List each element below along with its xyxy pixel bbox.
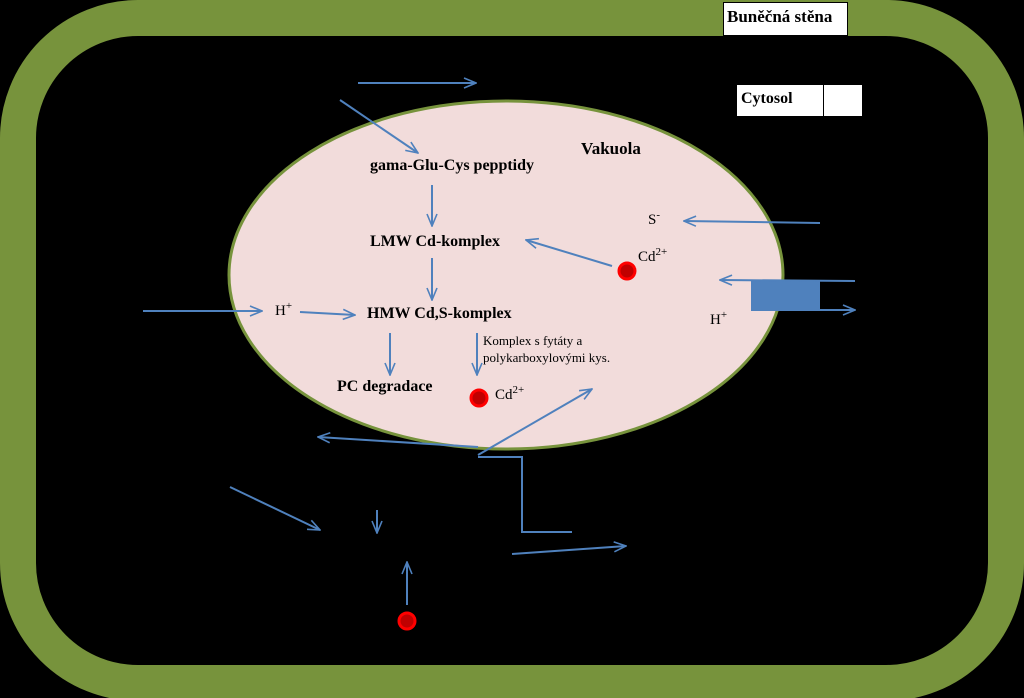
arrow-export-elbow: [478, 456, 572, 533]
arrow-lower-right: [511, 546, 626, 555]
cytosol-label-box: [736, 84, 824, 117]
arrow-export-left: [318, 437, 479, 448]
proton-antiporter: [751, 281, 820, 309]
hmw-complex-label: HMW Cd,S-komplex: [367, 305, 512, 322]
cytosol-empty-box: [823, 84, 863, 117]
proton-label-left: H+: [275, 300, 293, 320]
arrow-export-up: [477, 389, 592, 456]
vacuole: [227, 99, 785, 451]
cd-ion-vacuole-right: [617, 261, 637, 281]
complex-phytate-line1: Komplex s fytáty a: [483, 333, 583, 348]
pc-degradation-label: PC degradace: [337, 378, 433, 395]
arrow-proton-to-hmw: [299, 312, 355, 315]
vacuole-label-box: [576, 133, 650, 163]
cd-ion-vacuole-bottom: [469, 388, 489, 408]
cell-wall-label-box: [723, 2, 848, 36]
arrow-cd-to-lmw: [526, 240, 613, 267]
arrows: [143, 83, 855, 605]
peptides-label: gama-Glu-Cys pepptidy: [370, 157, 535, 174]
cadmium-label-right: Cd2+: [638, 246, 668, 266]
arrow-lower-diagonal: [229, 486, 320, 531]
vacuole-label: Vakuola: [581, 139, 641, 158]
arrow-sulfide-in: [684, 221, 821, 223]
sulfide-label: S-: [648, 209, 661, 229]
proton-label-right: H+: [710, 309, 728, 329]
arrow-into-peptides: [339, 99, 418, 153]
lmw-complex-label: LMW Cd-komplex: [370, 233, 500, 250]
complex-phytate-line2: polykarboxylovými kys.: [483, 350, 611, 365]
arrow-proton-in: [720, 280, 856, 281]
cadmium-label-bottom: Cd2+: [495, 384, 525, 404]
cell-wall-label: Buněčná stěna: [727, 7, 833, 26]
cytosol-label: Cytosol: [741, 90, 793, 107]
cd-ion-extracellular: [397, 611, 417, 631]
